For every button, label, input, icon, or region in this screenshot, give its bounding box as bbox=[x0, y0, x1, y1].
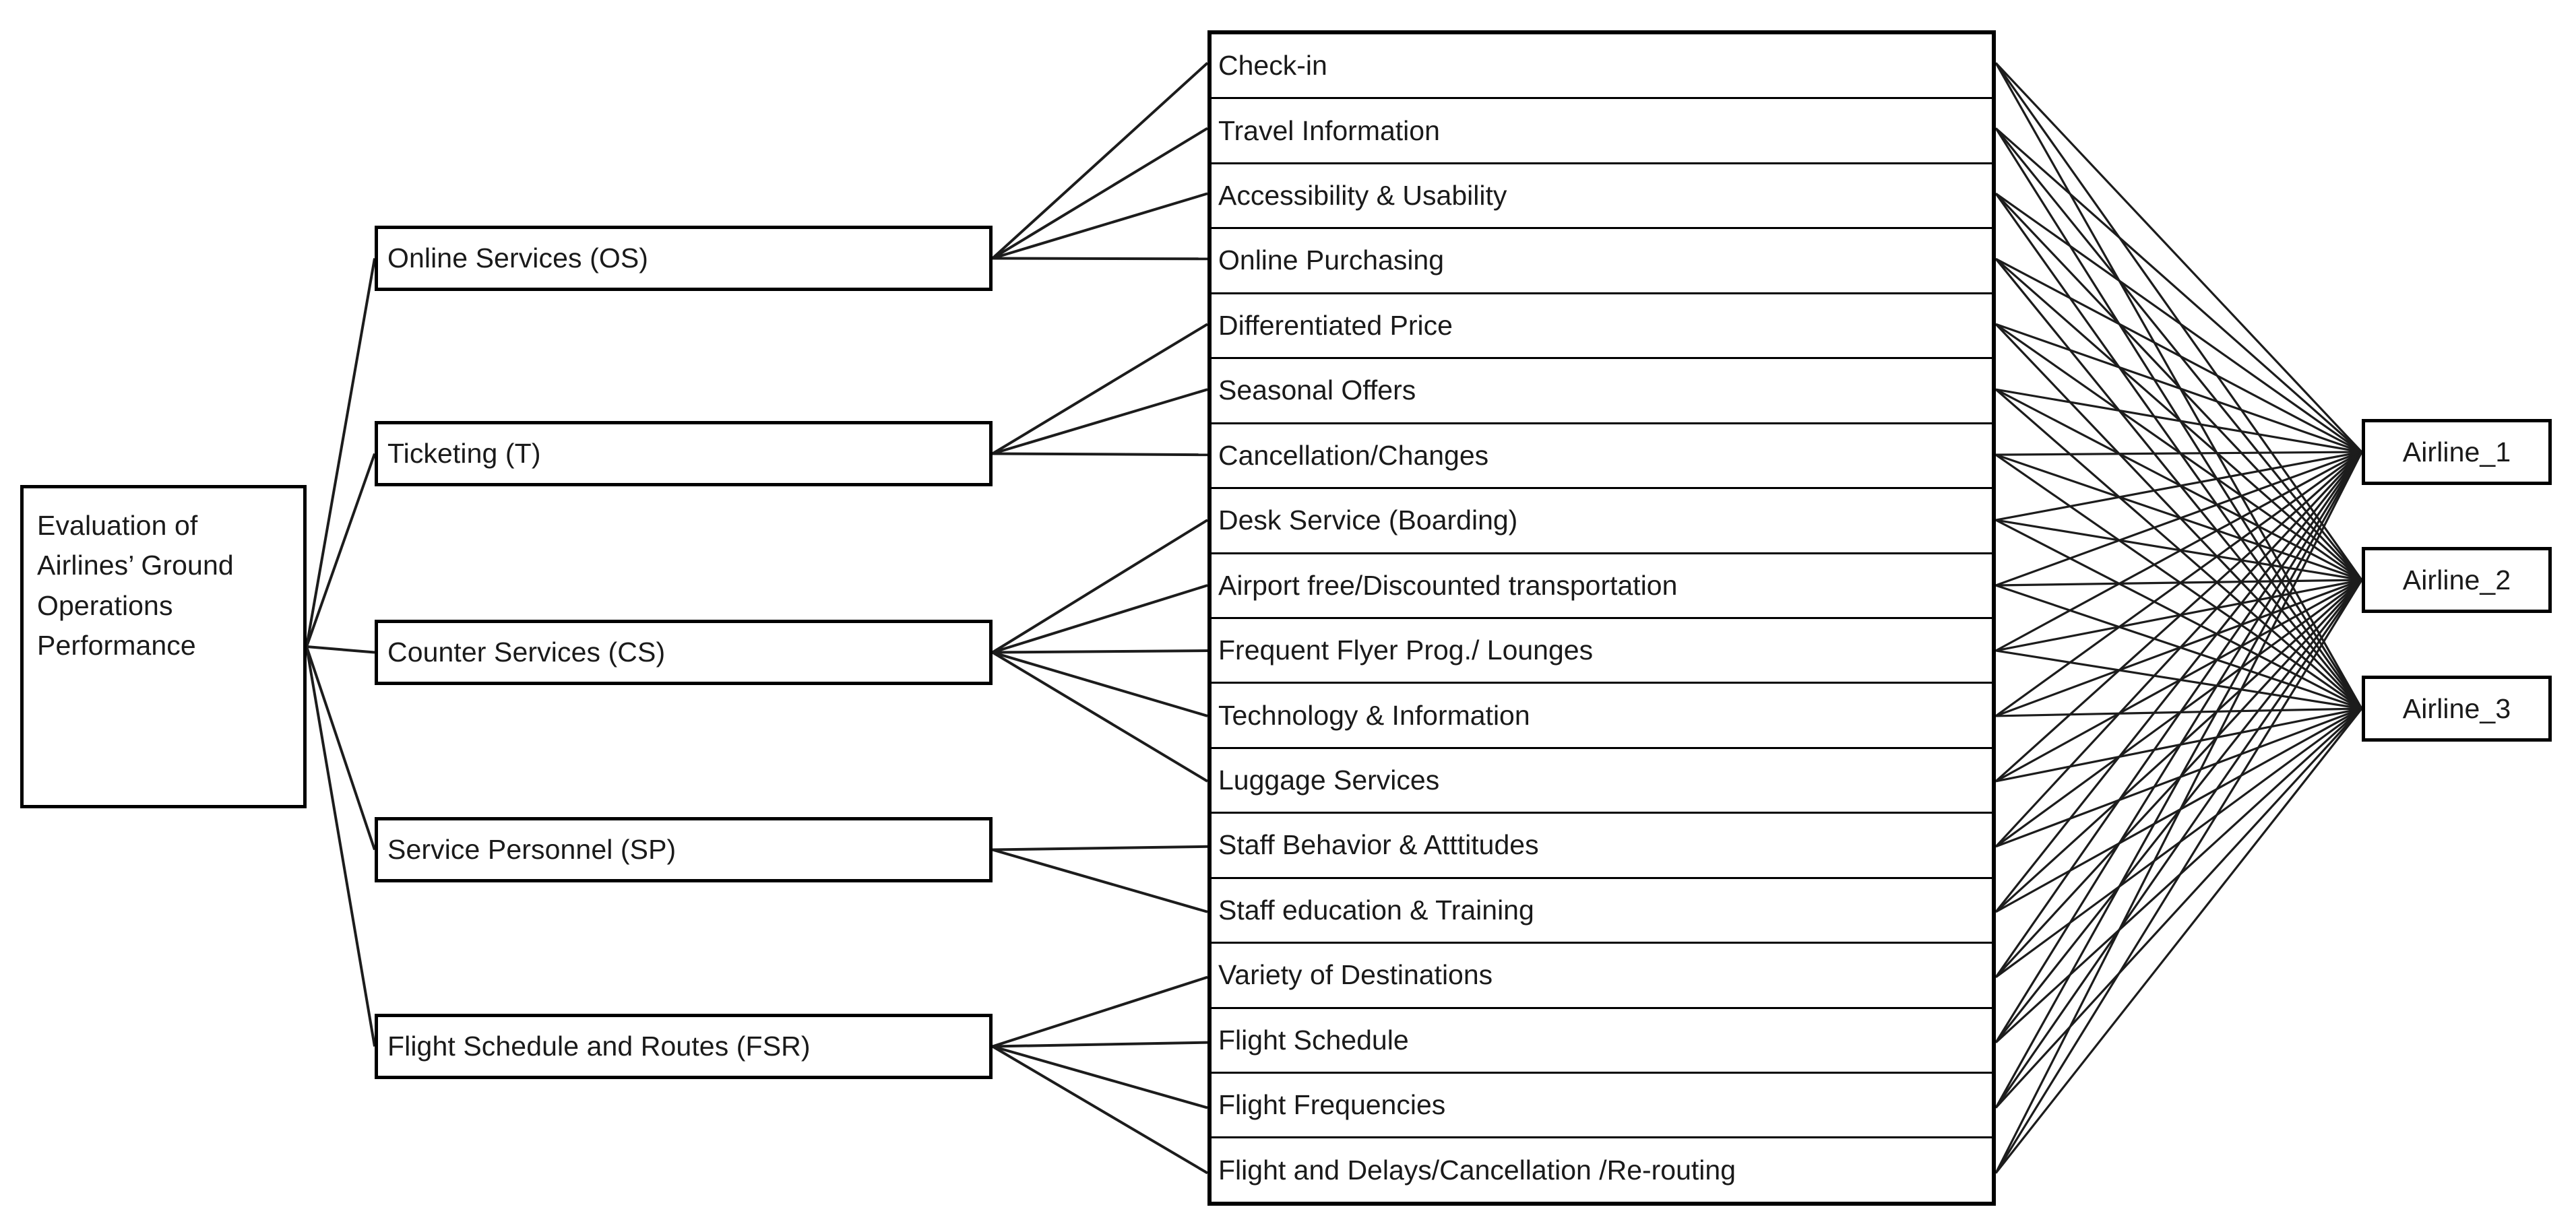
criterion-node-os[interactable]: Online Services (OS) bbox=[375, 226, 993, 291]
subcriterion-row[interactable]: Desk Service (Boarding) bbox=[1212, 489, 1992, 554]
subcriterion-row[interactable]: Staff Behavior & Atttitudes bbox=[1212, 814, 1992, 879]
subcriterion-label: Airport free/Discounted transportation bbox=[1218, 569, 1678, 601]
subcriterion-row[interactable]: Airport free/Discounted transportation bbox=[1212, 554, 1992, 619]
subcriterion-label: Online Purchasing bbox=[1218, 245, 1445, 276]
subcriterion-label: Frequent Flyer Prog./ Lounges bbox=[1218, 635, 1594, 666]
goal-label: Evaluation of Airlines’ Ground Operation… bbox=[37, 510, 234, 661]
subcriterion-row[interactable]: Flight Schedule bbox=[1212, 1008, 1992, 1074]
subcriterion-label: Flight Frequencies bbox=[1218, 1089, 1446, 1121]
subcriterion-label: Check-in bbox=[1218, 50, 1327, 82]
subcriterion-label: Technology & Information bbox=[1218, 699, 1530, 731]
criterion-node-sp[interactable]: Service Personnel (SP) bbox=[375, 817, 993, 882]
subcriterion-row[interactable]: Online Purchasing bbox=[1212, 229, 1992, 294]
subcriterion-label: Flight and Delays/Cancellation /Re-routi… bbox=[1218, 1154, 1736, 1186]
subcriterion-label: Desk Service (Boarding) bbox=[1218, 505, 1518, 536]
alternative-node-airline-2[interactable]: Airline_2 bbox=[2362, 547, 2552, 613]
subcriterion-row[interactable]: Technology & Information bbox=[1212, 684, 1992, 749]
subcriterion-label: Travel Information bbox=[1218, 115, 1440, 146]
subcriterion-row[interactable]: Variety of Destinations bbox=[1212, 944, 1992, 1009]
subcriterion-row[interactable]: Check-in bbox=[1212, 34, 1992, 100]
alternative-node-airline-3[interactable]: Airline_3 bbox=[2362, 676, 2552, 742]
subcriterion-row[interactable]: Staff education & Training bbox=[1212, 878, 1992, 944]
criterion-label-os: Online Services (OS) bbox=[387, 242, 649, 274]
subcriterion-row[interactable]: Flight Frequencies bbox=[1212, 1074, 1992, 1139]
subcriterion-row[interactable]: Differentiated Price bbox=[1212, 294, 1992, 360]
subcriterion-label: Differentiated Price bbox=[1218, 309, 1453, 341]
alternative-node-airline-1[interactable]: Airline_1 bbox=[2362, 419, 2552, 485]
alternative-label: Airline_2 bbox=[2402, 564, 2511, 595]
criterion-node-t[interactable]: Ticketing (T) bbox=[375, 421, 993, 486]
subcriterion-row[interactable]: Luggage Services bbox=[1212, 748, 1992, 814]
subcriterion-label: Flight Schedule bbox=[1218, 1024, 1409, 1056]
criterion-label-fsr: Flight Schedule and Routes (FSR) bbox=[387, 1031, 811, 1062]
subcriterion-label: Staff education & Training bbox=[1218, 894, 1534, 926]
subcriterion-label: Variety of Destinations bbox=[1218, 959, 1493, 991]
subcriterion-row[interactable]: Frequent Flyer Prog./ Lounges bbox=[1212, 618, 1992, 684]
criterion-node-fsr[interactable]: Flight Schedule and Routes (FSR) bbox=[375, 1014, 993, 1079]
criterion-label-t: Ticketing (T) bbox=[387, 438, 541, 469]
subcriterion-row[interactable]: Cancellation/Changes bbox=[1212, 424, 1992, 490]
criterion-node-cs[interactable]: Counter Services (CS) bbox=[375, 620, 993, 685]
subcriterion-row[interactable]: Accessibility & Usability bbox=[1212, 164, 1992, 230]
goal-node[interactable]: Evaluation of Airlines’ Ground Operation… bbox=[20, 485, 307, 808]
subcriterion-label: Luggage Services bbox=[1218, 764, 1440, 796]
subcriterion-label: Seasonal Offers bbox=[1218, 375, 1416, 406]
subcriterion-row[interactable]: Flight and Delays/Cancellation /Re-routi… bbox=[1212, 1138, 1992, 1202]
subcriterion-label: Staff Behavior & Atttitudes bbox=[1218, 829, 1539, 861]
subcriterion-label: Cancellation/Changes bbox=[1218, 439, 1489, 471]
subcriterion-label: Accessibility & Usability bbox=[1218, 180, 1507, 212]
alternative-label: Airline_1 bbox=[2402, 436, 2511, 467]
subcriteria-table: Check-in Travel Information Accessibilit… bbox=[1207, 30, 1996, 1206]
criterion-label-cs: Counter Services (CS) bbox=[387, 637, 666, 668]
subcriterion-row[interactable]: Travel Information bbox=[1212, 99, 1992, 164]
subcriterion-row[interactable]: Seasonal Offers bbox=[1212, 359, 1992, 424]
alternative-label: Airline_3 bbox=[2402, 692, 2511, 724]
criterion-label-sp: Service Personnel (SP) bbox=[387, 834, 677, 866]
